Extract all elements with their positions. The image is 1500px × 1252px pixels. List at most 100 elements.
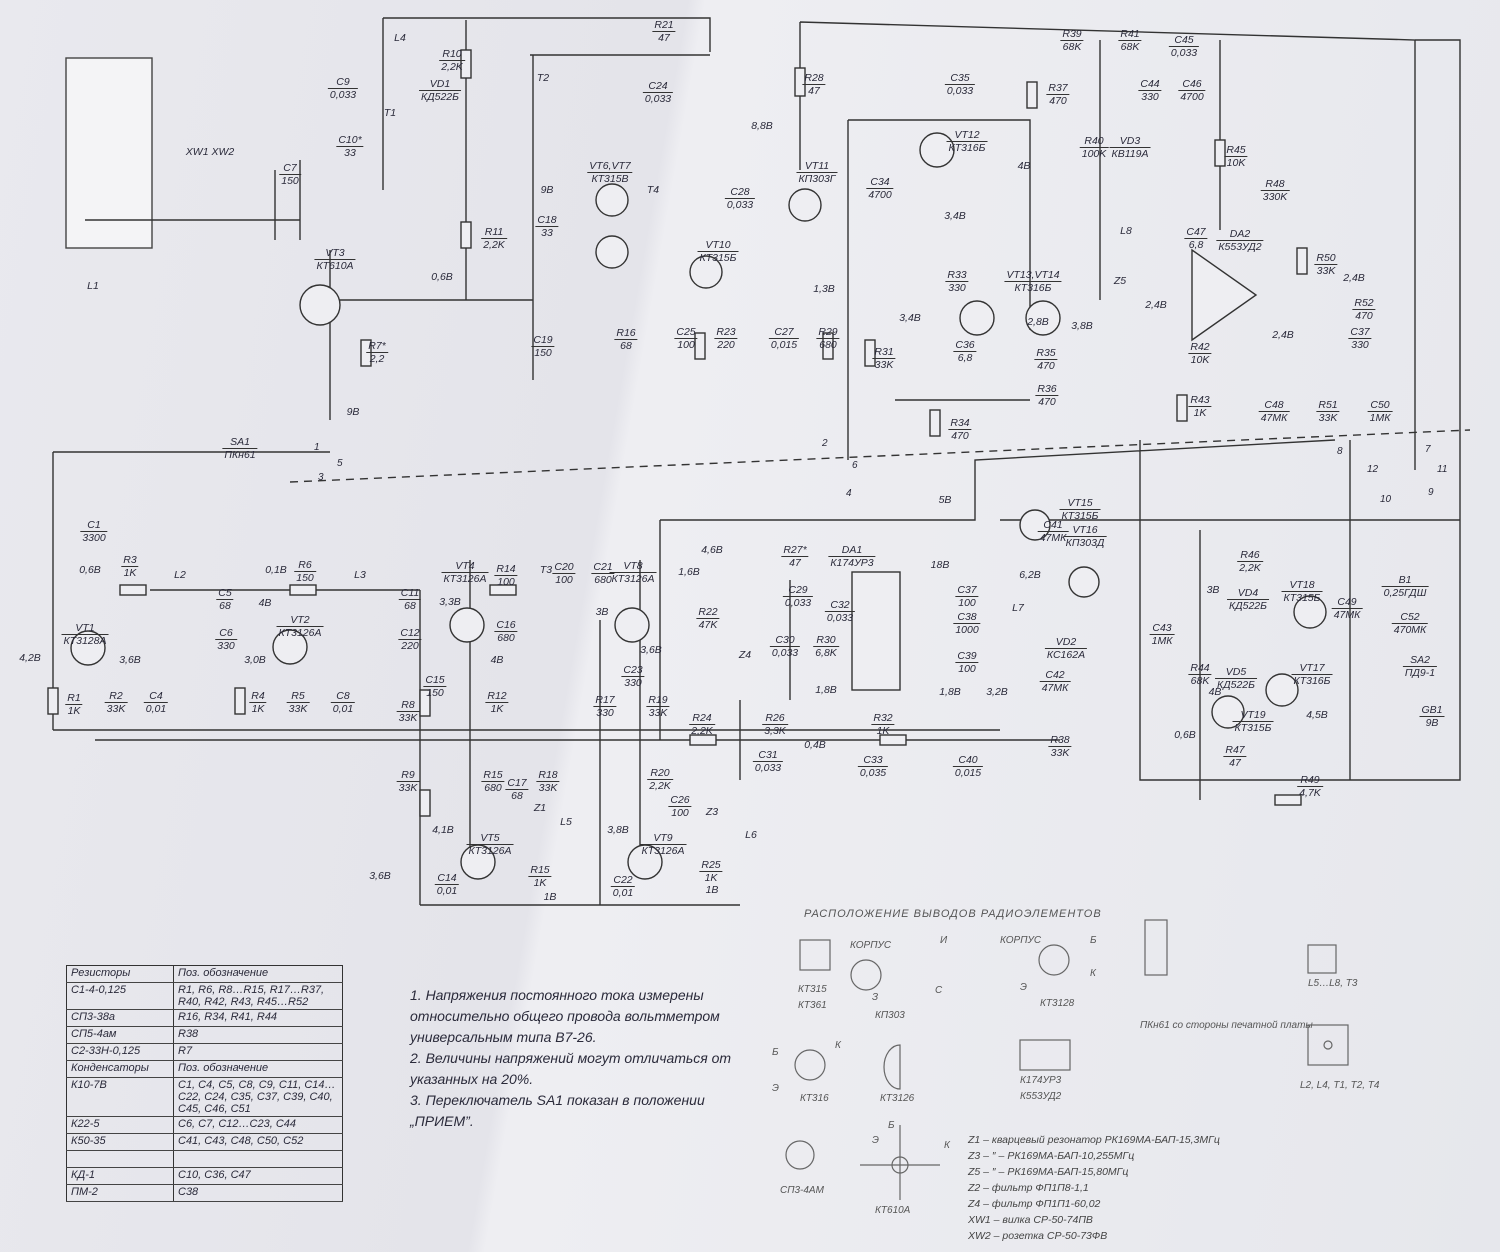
component-value: 1K — [251, 703, 265, 715]
component-value: 68K — [1062, 41, 1082, 53]
component-ref: VD1 — [419, 78, 461, 91]
component-value: КТ315В — [591, 173, 629, 185]
component-value: 33K — [106, 703, 126, 715]
voltage-label: 4В — [490, 654, 504, 666]
voltage-label: 4,6В — [701, 544, 723, 556]
component-ref: C18 — [535, 214, 559, 227]
voltage-label: 1В — [543, 891, 557, 903]
table-cell: C10, C36, C47 — [173, 1167, 343, 1185]
voltage-label: 6,2В — [1019, 569, 1041, 581]
component-value: 1000 — [955, 624, 979, 636]
table-row — [66, 1150, 343, 1168]
element-tag: L1 — [87, 280, 99, 292]
pinout-label: И — [940, 935, 948, 946]
component-ref: C29 — [782, 584, 814, 597]
component-ref: C39 — [955, 650, 979, 663]
component-ref: C21 — [591, 561, 615, 574]
component-value: ПКн61 — [224, 449, 256, 461]
element-tag: Z3 — [705, 806, 719, 818]
component-value: 33K — [1050, 747, 1070, 759]
component-ref: VD2 — [1044, 636, 1088, 649]
switch-pin: 3 — [318, 472, 324, 483]
table-cell — [66, 1150, 174, 1168]
component-ref: VT5 — [466, 832, 514, 845]
component-value: 0,033 — [754, 762, 782, 774]
resistors — [47, 49, 1308, 817]
component-value: 330K — [1262, 191, 1288, 203]
voltage-label: 3,8В — [607, 824, 629, 836]
pinout-label: К553УД2 — [1020, 1091, 1062, 1102]
voltage-label: 4,2В — [19, 652, 41, 664]
component-ref: C14 — [434, 872, 460, 885]
component-value: 100K — [1081, 148, 1107, 160]
component-value: 9В — [1425, 717, 1439, 729]
pinout-label: Б — [888, 1120, 895, 1131]
component-value: 100 — [497, 576, 515, 588]
component-value: КТ3126А — [641, 845, 685, 857]
component-ref: R16 — [614, 327, 638, 340]
component-ref: VD3 — [1109, 135, 1151, 148]
voltage-label: 1,8В — [939, 686, 961, 698]
component-value: 4700 — [868, 189, 892, 201]
pinout-label: З — [872, 992, 879, 1003]
component-ref: DA2 — [1216, 228, 1264, 241]
element-tag: Z4 — [738, 649, 752, 661]
component-ref: R32 — [871, 712, 895, 725]
component-ref: C34 — [866, 176, 894, 189]
component-ref: R46 — [1237, 549, 1263, 562]
component-value: 33K — [1316, 265, 1336, 277]
voltage-label: 3В — [595, 606, 609, 618]
component-ref: VT10 — [697, 239, 739, 252]
component-ref: R35 — [1034, 347, 1058, 360]
element-tag: T3 — [539, 564, 553, 576]
component-value: 3,3K — [764, 725, 786, 737]
component-ref: R39 — [1060, 28, 1084, 41]
switch-pin: 8 — [1337, 446, 1343, 457]
component-ref: C35 — [944, 72, 976, 85]
table-cell: К10-7В — [66, 1077, 174, 1117]
component-ref: VT9 — [639, 832, 687, 845]
component-ref: R10 — [439, 48, 465, 61]
voltage-label: 1,8В — [815, 684, 837, 696]
component-value: КД522Б — [421, 91, 459, 103]
component-value: 47K — [698, 619, 718, 631]
element-tag: L4 — [394, 32, 406, 44]
z-list-item: Z2 – фильтр ФП1П8-1,1 — [968, 1182, 1089, 1194]
component-value: 33K — [1318, 412, 1338, 424]
table-cell: ПМ-2 — [66, 1184, 174, 1202]
component-label: R27*47 — [781, 544, 809, 569]
switch-pin: 9 — [1428, 487, 1434, 498]
component-value: КТ315Б — [1061, 510, 1099, 522]
component-ref: VT8 — [609, 560, 657, 573]
component-ref: C20 — [552, 561, 576, 574]
component-value: 100 — [671, 807, 689, 819]
component-value: 220 — [401, 640, 419, 652]
